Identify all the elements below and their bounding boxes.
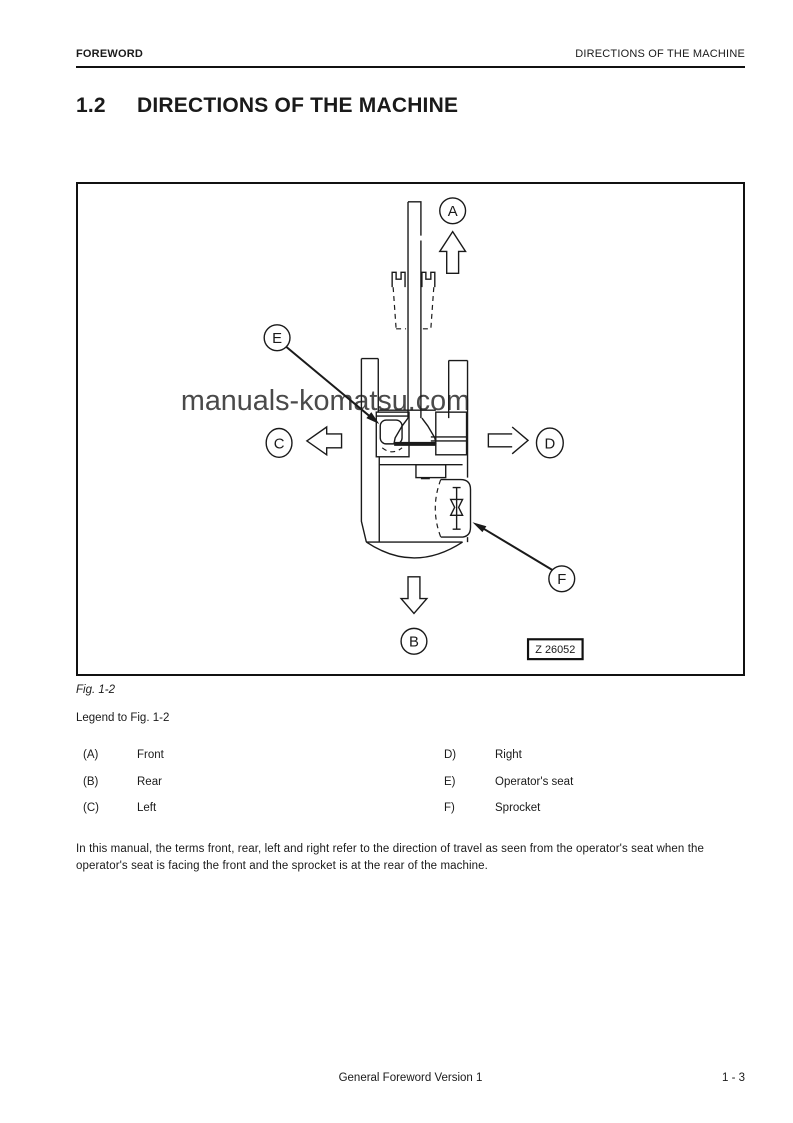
counterweight-outline [365, 541, 463, 559]
legend-label: Operator's seat [495, 775, 574, 788]
left-track-outline [360, 357, 379, 543]
footer-page-number: 1 - 3 [721, 1072, 745, 1084]
svg-text:D: D [544, 436, 555, 452]
svg-text:B: B [409, 635, 419, 651]
header-section-label: FOREWORD [76, 48, 143, 60]
legend-item-right: D) Right [444, 749, 573, 776]
callout-right: D [535, 427, 564, 459]
header-rule [76, 66, 745, 68]
callout-front: A [439, 197, 467, 225]
svg-text:Z 26052: Z 26052 [535, 644, 575, 656]
drawing-code-label: Z 26052 [526, 638, 584, 661]
legend-key: F) [444, 802, 455, 814]
sprocket-leader-line [472, 522, 555, 572]
body-paragraph: In this manual, the terms front, rear, l… [76, 843, 705, 872]
figure-1-2: manuals-komatsu.com [76, 182, 745, 676]
header-chapter-label: DIRECTIONS OF THE MACHINE [575, 48, 745, 60]
legend-key: (C) [83, 802, 99, 814]
attachment-outline [391, 271, 436, 330]
operator-seat-shape [379, 419, 403, 445]
callout-rear: B [400, 627, 428, 655]
right-arrow-icon [487, 426, 530, 455]
section-title-text: DIRECTIONS OF THE MACHINE [137, 94, 459, 117]
section-number: 1.2 [76, 94, 106, 117]
figure-caption: Fig. 1-2 [76, 684, 115, 696]
sprocket-shape [434, 478, 472, 538]
svg-text:A: A [448, 204, 458, 220]
footer-version-text: General Foreword Version 1 [338, 1072, 483, 1084]
legend-left-column: (A) Front (B) Rear (C) Left [83, 749, 164, 829]
machine-top-view-diagram: manuals-komatsu.com [181, 197, 584, 661]
watermark-text: manuals-komatsu.com [181, 385, 470, 417]
svg-text:E: E [272, 331, 282, 347]
legend-label: Front [137, 749, 164, 761]
page-title: 1.2 DIRECTIONS OF THE MACHINE [76, 94, 458, 118]
left-arrow-icon [305, 425, 343, 457]
callout-operator-seat: E [263, 324, 291, 352]
legend-right-column: D) Right E) Operator's seat F) Sprocket [444, 749, 573, 829]
legend-key: D) [444, 749, 457, 761]
rear-arrow-icon [399, 576, 429, 615]
legend-key: (A) [83, 749, 99, 761]
upper-structure-outline [375, 409, 468, 543]
legend-key: (B) [83, 775, 99, 788]
boom-outline [407, 201, 422, 419]
callout-left: C [265, 427, 293, 458]
legend-heading: Legend to Fig. 1-2 [76, 712, 170, 724]
legend-label: Right [495, 749, 522, 761]
legend-item-rear: (B) Rear [83, 776, 164, 803]
legend-label: Rear [137, 775, 162, 788]
svg-text:C: C [274, 436, 285, 452]
right-track-outline [447, 359, 469, 543]
legend-item-operator-seat: E) Operator's seat [444, 776, 573, 803]
legend-item-front: (A) Front [83, 749, 164, 776]
legend-label: Sprocket [495, 802, 541, 814]
front-arrow-icon [438, 230, 467, 274]
legend-key: E) [444, 775, 456, 788]
callout-sprocket: F [548, 565, 576, 593]
svg-text:F: F [557, 572, 566, 588]
legend-item-sprocket: F) Sprocket [444, 802, 573, 829]
legend-item-left: (C) Left [83, 802, 164, 829]
seat-leader-line [285, 345, 380, 425]
legend-label: Left [137, 802, 157, 814]
